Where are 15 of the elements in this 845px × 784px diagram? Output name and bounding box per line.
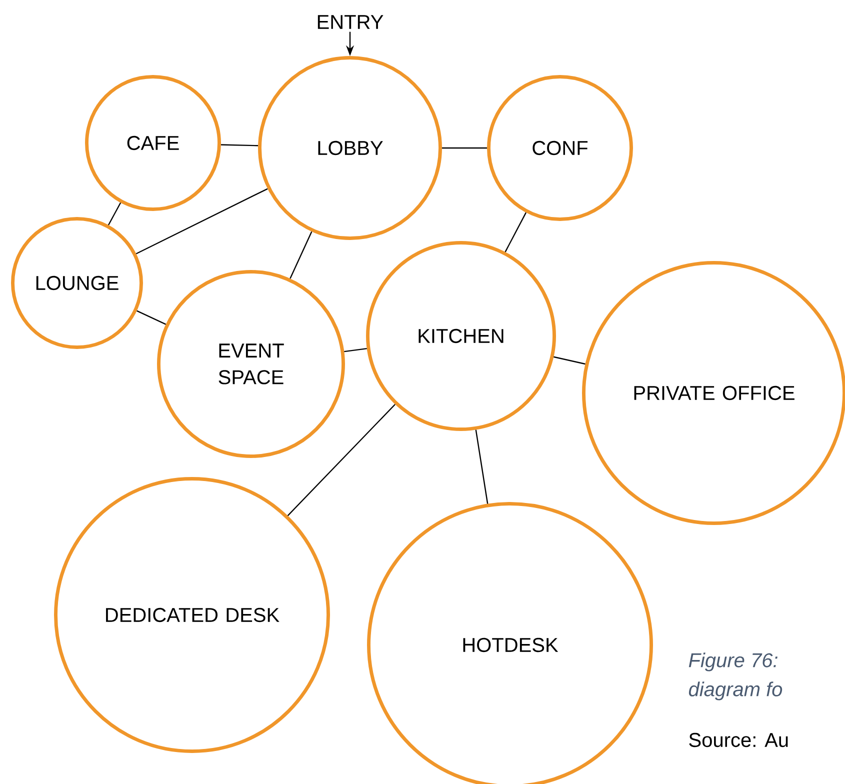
connector-line [287, 404, 396, 516]
caption-text: diagram fo [688, 682, 782, 700]
connector-line [290, 231, 312, 279]
connector-line [442, 147, 487, 149]
connector-line [504, 212, 527, 252]
connector-line [475, 430, 488, 504]
connector-line [344, 348, 367, 352]
caption-text: Figure 76: [688, 652, 778, 672]
connector-line [554, 356, 586, 365]
entry-label: ENTRY [318, 15, 384, 29]
connector-line [136, 310, 166, 325]
connector-line [108, 202, 122, 226]
caption-text: Source: Au [689, 732, 788, 748]
connector-line [220, 144, 258, 146]
connector-line [136, 188, 268, 254]
